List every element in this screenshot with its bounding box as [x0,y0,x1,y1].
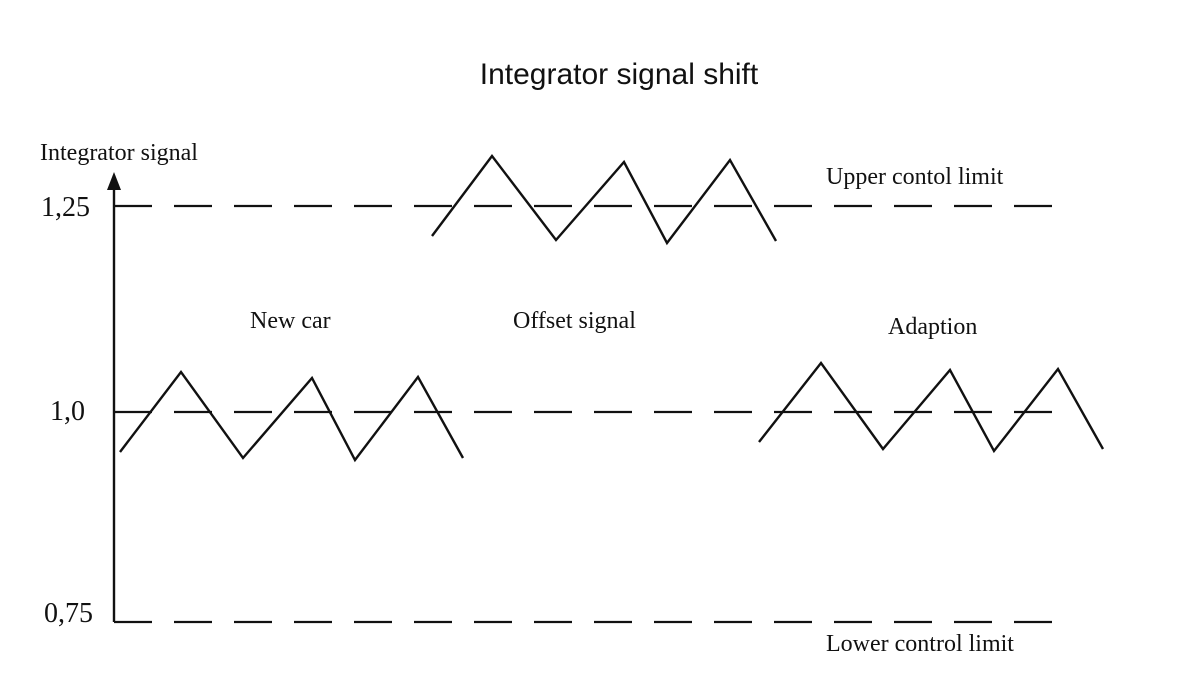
lower-limit-label: Lower control limit [826,631,1014,657]
new-car-label: New car [250,308,331,334]
adaption-label: Adaption [888,314,977,340]
adaption-signal-wave [758,361,1105,454]
tick-label-lower: 0,75 [44,598,93,629]
tick-label-middle: 1,0 [50,396,85,427]
new-car-signal-wave [119,369,465,463]
upper-limit-label: Upper contol limit [826,164,1004,190]
offset-signal-label: Offset signal [513,308,636,334]
tick-label-upper: 1,25 [41,192,90,223]
y-axis-label: Integrator signal [40,140,198,166]
offset-signal-wave [431,154,778,246]
y-axis-arrow [107,172,121,190]
diagram-title: Integrator signal shift [480,58,759,91]
